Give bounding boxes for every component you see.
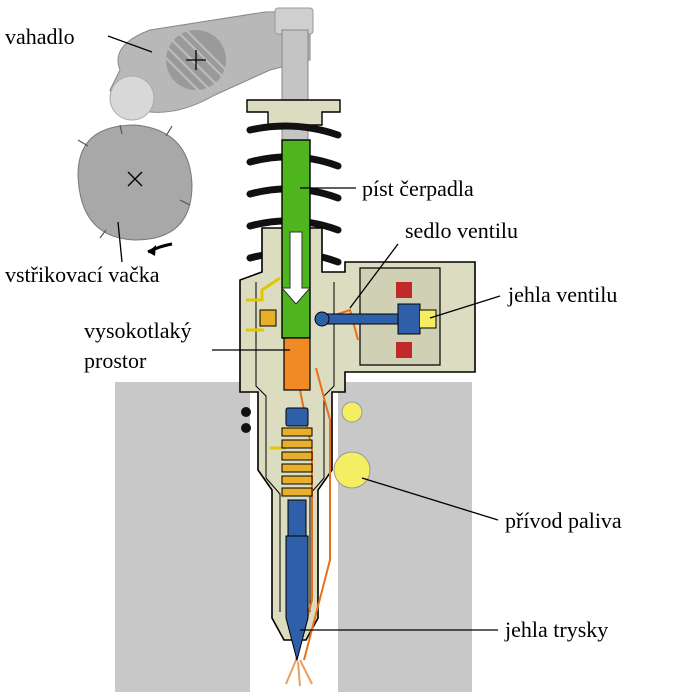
label-fuel-supply: přívod paliva <box>505 508 622 533</box>
nozzle-spray <box>285 659 313 687</box>
label-high-pressure-line2: prostor <box>84 348 147 373</box>
solenoid-coil-lower <box>396 342 412 358</box>
rocker-arm <box>109 7 314 121</box>
injection-cam <box>77 124 193 256</box>
injector-inner-outline <box>255 282 335 612</box>
o-ring <box>241 407 251 417</box>
leader-valve-needle <box>429 295 501 319</box>
valve-spring <box>259 309 277 327</box>
engine-block <box>115 382 472 692</box>
label-valve-seat: sedlo ventilu <box>405 218 518 243</box>
fuel-supply-port-upper <box>341 401 363 423</box>
label-rocker-arm: vahadlo <box>5 24 75 49</box>
leader-rocker-arm <box>107 35 153 53</box>
leader-injection-cam <box>117 221 123 263</box>
valve-needle <box>314 303 437 335</box>
label-high-pressure-line1: vysokotlaký <box>84 318 192 343</box>
o-ring <box>241 423 251 433</box>
label-pump-piston: píst čerpadla <box>362 176 474 201</box>
leader-fuel-supply <box>361 477 499 521</box>
label-valve-needle: jehla ventilu <box>507 282 617 307</box>
solenoid-coil-upper <box>396 282 412 298</box>
leader-valve-seat <box>349 243 399 309</box>
high-pressure-chamber <box>283 337 311 391</box>
fuel-supply-port <box>333 451 371 489</box>
piston-down-arrow-icon <box>280 231 312 305</box>
label-injection-cam: vstřikovací vačka <box>5 262 160 287</box>
label-nozzle-needle: jehla trysky <box>504 617 608 642</box>
nozzle-needle-assembly <box>281 407 313 662</box>
